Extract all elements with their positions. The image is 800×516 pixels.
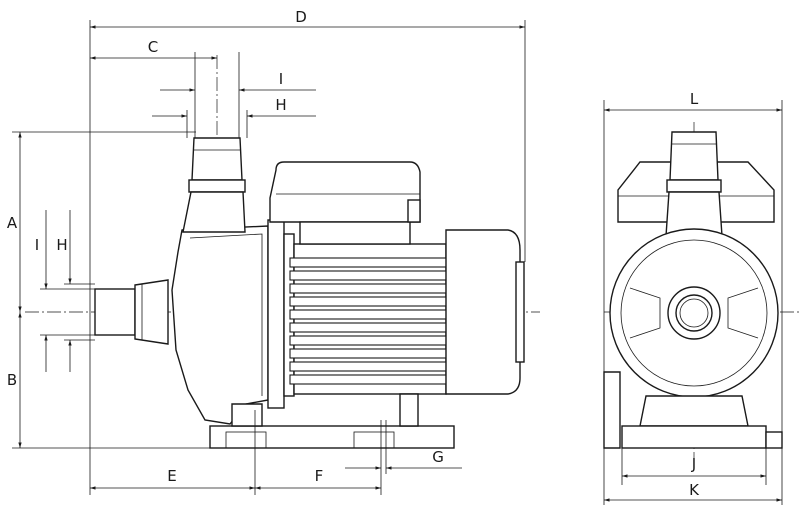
pump-base	[209, 393, 455, 449]
label-l: L	[690, 90, 699, 108]
discharge-outlet	[182, 137, 246, 233]
label-h-left: H	[56, 236, 67, 254]
label-j: J	[691, 455, 696, 473]
label-k: K	[689, 481, 700, 499]
label-d: D	[295, 8, 307, 26]
label-i-top: I	[279, 70, 283, 88]
side-view	[12, 20, 540, 495]
terminal-box	[269, 161, 421, 245]
label-f: F	[315, 467, 324, 485]
front-view	[603, 100, 800, 505]
label-b: B	[7, 371, 17, 389]
pump-housing	[171, 219, 295, 425]
label-h-top: H	[275, 96, 286, 114]
label-c: C	[148, 38, 158, 56]
label-g: G	[432, 448, 444, 466]
label-a: A	[7, 214, 18, 232]
label-e: E	[167, 467, 176, 485]
label-i-left: I	[35, 236, 39, 254]
motor-body	[289, 243, 466, 395]
suction-inlet	[94, 279, 169, 345]
fan-cover	[445, 229, 525, 395]
